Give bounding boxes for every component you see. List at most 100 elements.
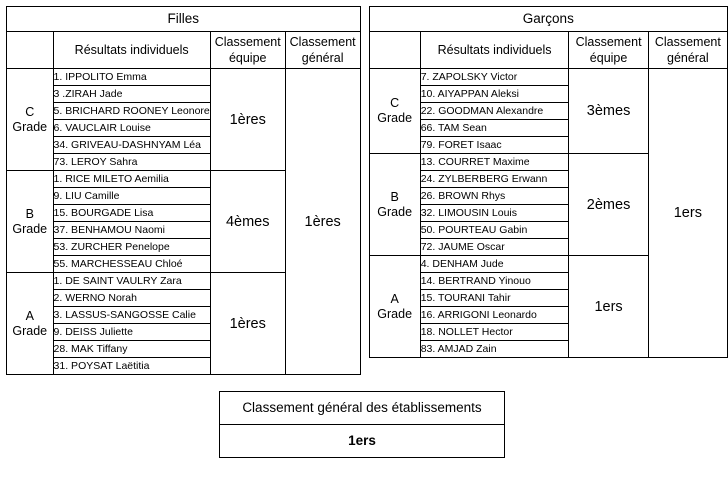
header-general-ranking-line1: Classement — [289, 35, 356, 49]
list-item: 55. MARCHESSEAU Chloé — [52, 255, 211, 273]
table-row: 18. NOLLET Hector — [369, 323, 727, 341]
list-item: 50. POURTEAU Gabin — [419, 221, 570, 239]
header-grade-blank — [6, 31, 54, 69]
table-row: 2. WERNO Norah — [7, 289, 361, 307]
header-team-ranking: Classement équipe — [568, 31, 649, 69]
list-item: 9. LIU Camille — [52, 187, 211, 205]
header-team-ranking-line1: Classement — [214, 35, 281, 49]
table-row: 72. JAUME Oscar — [369, 238, 727, 256]
list-item: 79. FORET Isaac — [419, 136, 570, 154]
list-item: 73. LEROY Sahra — [52, 153, 211, 171]
list-item: 66. TAM Sean — [419, 119, 570, 137]
summary-label: Classement général des établissements — [219, 391, 505, 425]
table-row: 79. FORET Isaac — [369, 136, 727, 154]
header-general-ranking: Classement général — [284, 31, 361, 69]
list-item: 1. RICE MILETO Aemilia — [52, 170, 211, 188]
summary-box-container: Classement général des établissements 1e… — [219, 391, 505, 458]
gender-title-garcons: Garçons — [368, 6, 728, 32]
list-item: 10. AIYAPPAN Aleksi — [419, 85, 570, 103]
header-team-ranking-line1: Classement — [575, 35, 642, 49]
header-general-ranking-line2: général — [667, 51, 709, 65]
list-item: 34. GRIVEAU-DASHNYAM Léa — [52, 136, 211, 154]
list-item: 4. DENHAM Jude — [419, 255, 570, 273]
grade-letter: A — [390, 291, 399, 306]
header-grade-blank — [368, 31, 421, 69]
results-table-garcons: Garçons Résultats individuels Classement… — [368, 6, 728, 358]
list-item: 31. POYSAT Laëtitia — [52, 357, 211, 375]
list-item: 15. BOURGADE Lisa — [52, 204, 211, 222]
list-item: 1. IPPOLITO Emma — [52, 68, 211, 86]
list-item: 2. WERNO Norah — [52, 289, 211, 307]
list-item: 72. JAUME Oscar — [419, 238, 570, 256]
results-tables-container: Filles Résultats individuels Classement é… — [6, 6, 728, 375]
list-item: 1. DE SAINT VAULRY Zara — [52, 272, 211, 290]
header-general-ranking-line2: général — [301, 51, 344, 65]
summary-value-row: 1ers — [219, 424, 505, 458]
table-row: 3. LASSUS-SANGOSSE Calie — [7, 306, 361, 324]
table-row: 14. BERTRAND Yinouo — [369, 272, 727, 290]
list-item: 15. TOURANI Tahir — [419, 289, 570, 307]
grade-letter: C — [25, 104, 35, 119]
grade-word: Grade — [12, 221, 48, 236]
table-row: 31. POYSAT Laëtitia — [7, 357, 361, 375]
grade-word: Grade — [377, 204, 413, 219]
grade-word: Grade — [377, 111, 413, 125]
list-item: 13. COURRET Maxime — [419, 153, 570, 171]
table-row: 32. LIMOUSIN Louis — [369, 204, 727, 222]
team-rank-c-garcons: 3èmes — [568, 68, 649, 154]
table-row: 66. TAM Sean — [369, 119, 727, 137]
grade-word: Grade — [377, 306, 413, 321]
list-item: 6. VAUCLAIR Louise — [52, 119, 211, 137]
grade-letter: B — [25, 206, 34, 221]
grade-word: Grade — [12, 323, 48, 338]
gender-title-filles: Filles — [6, 6, 361, 32]
summary-value: 1ers — [219, 424, 505, 458]
grade-letter: A — [25, 308, 34, 323]
header-individual-results: Résultats individuels — [52, 31, 211, 69]
list-item: 9. DEISS Juliette — [52, 323, 211, 341]
team-rank-a-garcons: 1ers — [568, 255, 649, 358]
list-item: 32. LIMOUSIN Louis — [419, 204, 570, 222]
header-individual-results: Résultats individuels — [419, 31, 570, 69]
table-row: 53. ZURCHER Penelope — [7, 238, 361, 256]
header-team-ranking-line2: équipe — [589, 51, 628, 65]
team-rank-b-filles: 4èmes — [209, 170, 286, 273]
list-item: 22. GOODMAN Alexandre — [419, 102, 570, 120]
list-item: 18. NOLLET Hector — [419, 323, 570, 341]
list-item: 37. BENHAMOU Naomi — [52, 221, 211, 239]
team-rank-c-filles: 1ères — [209, 68, 286, 171]
table-row: 83. AMJAD Zain — [369, 340, 727, 358]
list-item: 14. BERTRAND Yinouo — [419, 272, 570, 290]
column-header-row: Résultats individuels Classement équipe C… — [368, 31, 728, 69]
list-item: 5. BRICHARD ROONEY Leonore — [52, 102, 211, 120]
table-row: 73. LEROY Sahra — [7, 153, 361, 171]
overall-ranking-table: Classement général des établissements 1e… — [219, 391, 505, 458]
table-row: 10. AIYAPPAN Aleksi — [369, 85, 727, 103]
list-item: 16. ARRIGONI Leonardo — [419, 306, 570, 324]
list-item: 28. MAK Tiffany — [52, 340, 211, 358]
general-rank-garcons: 1ers — [647, 68, 728, 358]
list-item: 3. LASSUS-SANGOSSE Calie — [52, 306, 211, 324]
general-rank-filles: 1ères — [284, 68, 361, 375]
list-item: 26. BROWN Rhys — [419, 187, 570, 205]
list-item: 53. ZURCHER Penelope — [52, 238, 211, 256]
grade-letter: B — [390, 189, 399, 204]
list-item: 83. AMJAD Zain — [419, 340, 570, 358]
team-rank-b-garcons: 2èmes — [568, 153, 649, 256]
list-item: 24. ZYLBERBERG Erwann — [419, 170, 570, 188]
list-item: 3 .ZIRAH Jade — [52, 85, 211, 103]
list-item: 7. ZAPOLSKY Victor — [419, 68, 570, 86]
